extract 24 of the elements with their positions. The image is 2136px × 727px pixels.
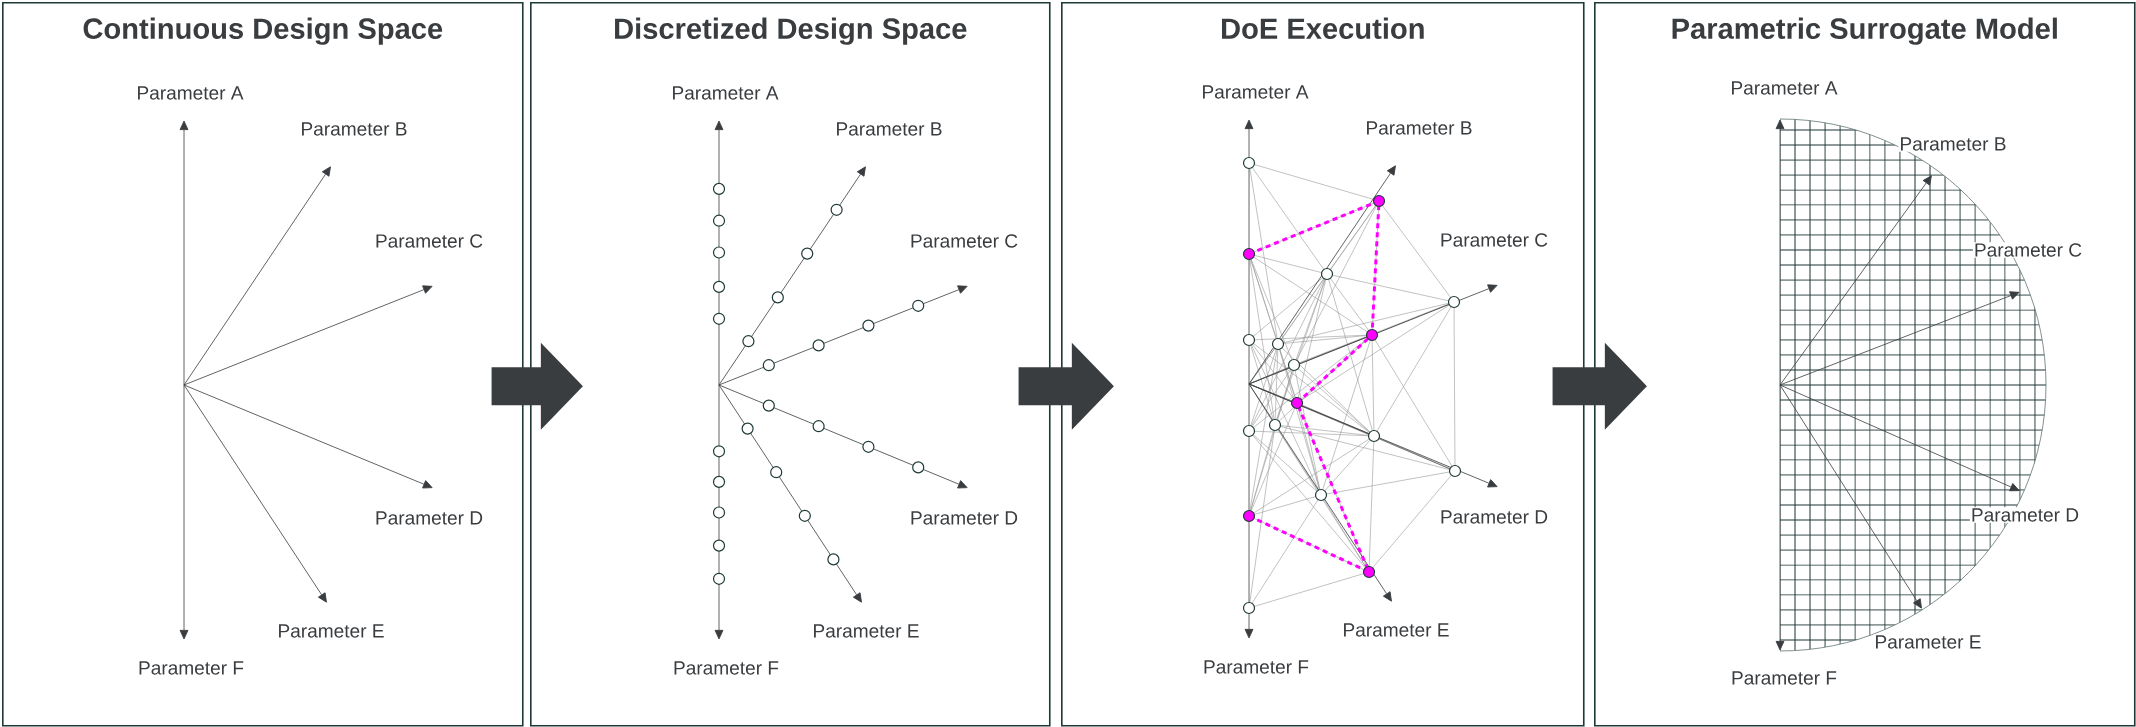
axis-label: Parameter C	[1972, 242, 2084, 258]
axis-label: Parameter C	[911, 234, 1018, 248]
axis-label: Parameter B	[302, 122, 407, 136]
axis-label: Parameter E	[814, 624, 919, 638]
axis-label: Parameter A	[673, 86, 779, 100]
axis-label: Parameter F	[139, 661, 244, 675]
axis-label: Parameter F	[1730, 670, 1839, 686]
axis-label: Parameter D	[376, 511, 483, 525]
axis-label: Parameter F	[674, 661, 779, 675]
axis-label: Parameter C	[1441, 233, 1548, 247]
axis-label: Parameter B	[1367, 121, 1472, 135]
axis-label: Parameter A	[138, 86, 244, 100]
axis-label: Parameter E	[1873, 634, 1983, 650]
axis-label: Parameter D	[911, 511, 1018, 525]
axis-label: Parameter B	[1898, 136, 2008, 152]
axis-label: Parameter B	[837, 122, 942, 136]
axis-label: Parameter E	[279, 624, 384, 638]
axis-label: Parameter D	[1969, 507, 2081, 523]
axis-label: Parameter D	[1441, 510, 1548, 524]
axis-label: Parameter C	[376, 234, 483, 248]
axis-label: Parameter A	[1729, 80, 1839, 96]
axis-label: Parameter E	[1344, 623, 1449, 637]
axis-label: Parameter F	[1204, 660, 1309, 674]
axis-label: Parameter A	[1203, 85, 1309, 99]
